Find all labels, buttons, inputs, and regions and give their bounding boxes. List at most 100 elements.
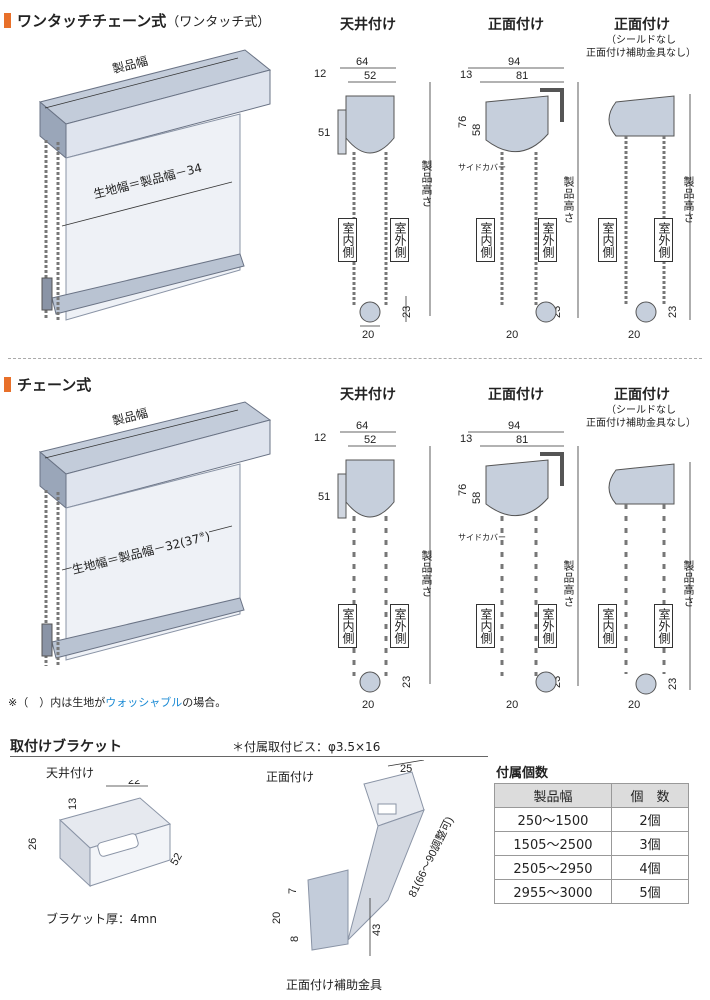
row1-width: 250～1500 xyxy=(494,807,612,832)
dim-76-f2: 76 xyxy=(457,484,469,496)
col-front-1: 正面付け xyxy=(488,17,544,33)
bottom-bar xyxy=(51,253,245,315)
outdoor-g2: 室外側 xyxy=(654,604,673,648)
col-front2-2: 正面付け xyxy=(614,387,670,403)
section-divider xyxy=(8,358,702,359)
col-front-2: 正面付け xyxy=(488,387,544,403)
accessory-table: 製品幅 個 数 250～1500 2個 1505～2500 3個 2505～29… xyxy=(494,783,689,904)
dim-20-f1: 20 xyxy=(506,329,518,341)
dim-b7: 7 xyxy=(287,888,299,894)
note-open: （ xyxy=(606,405,616,416)
row4-width: 2955～3000 xyxy=(494,879,612,904)
table-row: 2955～3000 5個 xyxy=(494,879,689,904)
dim-13-f2: 13 xyxy=(460,433,472,445)
outdoor-c2: 室外側 xyxy=(390,604,409,648)
side-cover-2: サイドカバー xyxy=(458,533,506,542)
header-count: 個 数 xyxy=(611,783,689,808)
note-line1: シールドなし xyxy=(616,405,676,416)
screw-note: ＊付属取付ビス：φ3.5×16 xyxy=(232,740,381,754)
section2-title-text: チェーン式 xyxy=(17,376,92,394)
note-open: （ xyxy=(606,35,616,46)
indoor-g1: 室内側 xyxy=(598,218,617,262)
bracket-thickness: ブラケット厚：4mn xyxy=(46,912,157,926)
accessory-title: 付属個数 xyxy=(496,766,549,781)
dim-94-f2: 94 xyxy=(508,420,520,432)
indoor-g2: 室内側 xyxy=(598,604,617,648)
table-row: 2505～2950 4個 xyxy=(494,855,689,880)
bracket-ceiling-label: 天井付け xyxy=(46,766,95,780)
row2-count: 3個 xyxy=(611,831,689,856)
indoor-c1: 室内側 xyxy=(338,218,357,262)
bracket-front-label: 正面付け xyxy=(266,770,315,784)
dim-20-c2: 20 xyxy=(362,699,374,711)
ceiling-diagram-2: 64 52 12 51 23 20 xyxy=(314,420,431,711)
headbox-front xyxy=(65,69,271,159)
row1-count: 2個 xyxy=(611,807,689,832)
indoor-f2: 室内側 xyxy=(476,604,495,648)
dim-20-f2: 20 xyxy=(506,699,518,711)
dim-52: 52 xyxy=(364,70,376,82)
product-height-g1: 製品高さ xyxy=(682,176,695,224)
dim-b25: 25 xyxy=(400,763,412,775)
product-height-g2: 製品高さ xyxy=(682,560,695,608)
front2-diagram-2: 23 20 xyxy=(608,462,691,711)
front2-note-1: （シールドなし 正面付け補助金具なし） xyxy=(586,34,696,60)
col-ceiling-1: 天井付け xyxy=(340,17,396,33)
dim-64-c2: 64 xyxy=(356,420,368,432)
dim-58-f2: 58 xyxy=(471,492,483,504)
dim-b52: 52 xyxy=(168,851,185,868)
row2-width: 1505～2500 xyxy=(494,831,612,856)
table-row: 250～1500 2個 xyxy=(494,807,689,832)
footnote-suffix: の場合。 xyxy=(182,696,227,709)
aux-bracket-label: 正面付け補助金具 xyxy=(286,978,383,992)
headbox-section xyxy=(345,95,395,154)
dim-64: 64 xyxy=(356,56,368,68)
width-dim-line xyxy=(44,57,239,109)
chain-weight xyxy=(41,277,53,311)
dim-20-g1: 20 xyxy=(628,329,640,341)
bracket-title: 取付けブラケット xyxy=(10,739,122,755)
front-diagram-2: 94 81 13 76 58 23 20 xyxy=(457,420,579,711)
washable-footnote: ※（ ）内は生地がウォッシャブルの場合。 xyxy=(8,694,226,710)
section1-title: ワンタッチチェーン式（ワンタッチ式） xyxy=(4,10,270,31)
dim-23-g1: 23 xyxy=(667,306,679,318)
section1-title-text: ワンタッチチェーン式 xyxy=(17,12,167,30)
dim-52-c2: 52 xyxy=(364,434,376,446)
front2-note-2: （シールドなし 正面付け補助金具なし） xyxy=(586,404,696,430)
row3-width: 2505～2950 xyxy=(494,855,612,880)
product-height-c1: 製品高さ xyxy=(420,160,433,208)
dim-76-f1: 76 xyxy=(457,116,469,128)
dim-23-c1: 23 xyxy=(401,306,413,318)
row4-count: 5個 xyxy=(611,879,689,904)
note-line2: 正面付け補助金具なし） xyxy=(586,48,696,59)
dim-12-c2: 12 xyxy=(314,432,326,444)
front-diagram-1: 94 81 13 76 58 23 20 xyxy=(457,56,579,341)
dim-58-f1: 58 xyxy=(471,124,483,136)
note-line2: 正面付け補助金具なし） xyxy=(586,418,696,429)
front-bracket-illustration: 25 81(66～90調整可) 7 20 8 43 xyxy=(271,760,456,956)
section1-subtitle: （ワンタッチ式） xyxy=(166,15,271,30)
fabric-dim-line xyxy=(61,181,233,227)
outdoor-f2: 室外側 xyxy=(538,604,557,648)
dim-23-c2: 23 xyxy=(401,676,413,688)
note-line1: シールドなし xyxy=(616,35,676,46)
bracket-title-rule xyxy=(10,756,488,757)
product-height-f1: 製品高さ xyxy=(562,176,575,224)
section-marker xyxy=(4,13,11,28)
outdoor-g1: 室外側 xyxy=(654,218,673,262)
dim-b22: 22 xyxy=(128,780,140,787)
chain-bead xyxy=(359,301,381,323)
dim-51-c2: 51 xyxy=(318,491,330,503)
dim-b43: 43 xyxy=(371,924,383,936)
dim-12: 12 xyxy=(314,68,326,80)
dim-b8: 8 xyxy=(289,936,301,942)
table-row: 1505～2500 3個 xyxy=(494,831,689,856)
dim-20-g2: 20 xyxy=(628,699,640,711)
dim-13-f1: 13 xyxy=(460,69,472,81)
dim-23-g2: 23 xyxy=(667,678,679,690)
outdoor-f1: 室外側 xyxy=(538,218,557,262)
outdoor-c1: 室外側 xyxy=(390,218,409,262)
ceiling-bracket-illustration: 22 13 26 52 xyxy=(27,780,185,888)
header-width: 製品幅 xyxy=(494,783,612,808)
indoor-c2: 室内側 xyxy=(338,604,357,648)
